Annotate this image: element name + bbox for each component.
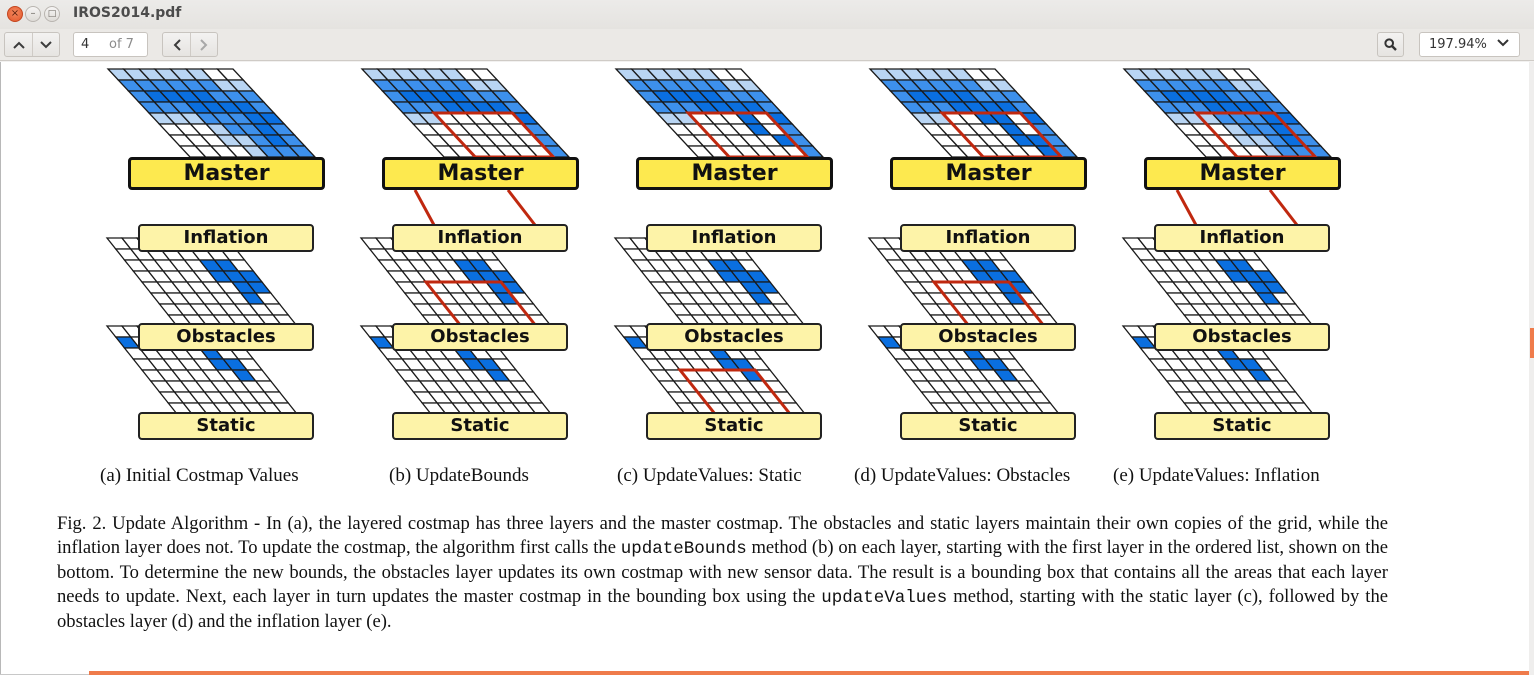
static-layer-label: Static: [138, 412, 314, 440]
master-layer-label: Master: [1144, 157, 1341, 190]
chevron-up-icon: [12, 41, 25, 49]
static-layer-label: Static: [1154, 412, 1330, 440]
obstacles-layer-label: Obstacles: [138, 323, 314, 351]
figure-caption: Fig. 2. Update Algorithm - In (a), the l…: [57, 513, 1389, 633]
close-window-button[interactable]: ×: [7, 6, 23, 22]
subfigure-caption-c: (c) UpdateValues: Static: [617, 465, 802, 486]
obstacles-layer-label: Obstacles: [900, 323, 1076, 351]
code-update-values: updateValues: [821, 587, 948, 608]
zoom-level-select[interactable]: 197.94%: [1419, 32, 1520, 57]
previous-page-button[interactable]: [5, 33, 32, 56]
static-layer-label: Static: [646, 412, 822, 440]
inflation-layer-label: Inflation: [138, 224, 314, 252]
title-bar: × – □ IROS2014.pdf: [0, 0, 1534, 29]
window-title: IROS2014.pdf: [73, 5, 182, 21]
chevron-down-icon: [1497, 39, 1509, 47]
code-update-bounds: updateBounds: [620, 538, 747, 559]
obstacles-layer-label: Obstacles: [646, 323, 822, 351]
chevron-right-icon: [200, 38, 208, 51]
history-nav-group: [162, 32, 218, 57]
costmap-grid-graphic: [359, 68, 571, 415]
back-button[interactable]: [163, 33, 190, 56]
master-layer-label: Master: [636, 157, 833, 190]
costmap-grid-graphic: [867, 68, 1079, 415]
inflation-layer-label: Inflation: [392, 224, 568, 252]
current-page-input[interactable]: 4: [81, 37, 90, 52]
minimize-icon: –: [30, 8, 36, 19]
page-progress-bar: [89, 671, 1529, 675]
subfigure-caption-a: (a) Initial Costmap Values: [100, 465, 299, 486]
toolbar: 4 of 7 197.94%: [0, 29, 1534, 61]
static-layer-label: Static: [392, 412, 568, 440]
costmap-grid-graphic: [613, 68, 825, 416]
subfigure-caption-b: (b) UpdateBounds: [389, 465, 529, 486]
inflation-layer-label: Inflation: [646, 224, 822, 252]
master-layer-label: Master: [128, 157, 325, 190]
obstacles-layer-label: Obstacles: [1154, 323, 1330, 351]
chevron-down-icon: [40, 40, 52, 48]
costmap-grid-graphic: [105, 68, 317, 415]
obstacles-layer-label: Obstacles: [392, 323, 568, 351]
next-page-button[interactable]: [32, 33, 59, 56]
costmap-grid-graphic: [1121, 68, 1333, 415]
close-icon: ×: [10, 8, 20, 19]
chevron-left-icon: [173, 38, 181, 51]
scrollbar-thumb[interactable]: [1530, 328, 1534, 358]
maximize-window-button[interactable]: □: [44, 6, 60, 22]
master-layer-label: Master: [890, 157, 1087, 190]
vertical-scrollbar[interactable]: [1529, 62, 1534, 675]
zoom-level-value: 197.94%: [1429, 37, 1487, 52]
page-number-field[interactable]: 4 of 7: [73, 32, 148, 57]
subfigure-caption-d: (d) UpdateValues: Obstacles: [854, 465, 1071, 486]
inflation-layer-label: Inflation: [900, 224, 1076, 252]
master-layer-label: Master: [382, 157, 579, 190]
page-total: of 7: [109, 37, 134, 52]
forward-button[interactable]: [190, 33, 217, 56]
page-nav-group: [4, 32, 60, 57]
static-layer-label: Static: [900, 412, 1076, 440]
subfigure-caption-e: (e) UpdateValues: Inflation: [1113, 465, 1320, 486]
minimize-window-button[interactable]: –: [25, 6, 41, 22]
maximize-icon: □: [47, 9, 57, 19]
inflation-layer-label: Inflation: [1154, 224, 1330, 252]
search-button[interactable]: [1377, 32, 1404, 57]
search-icon: [1384, 38, 1397, 51]
